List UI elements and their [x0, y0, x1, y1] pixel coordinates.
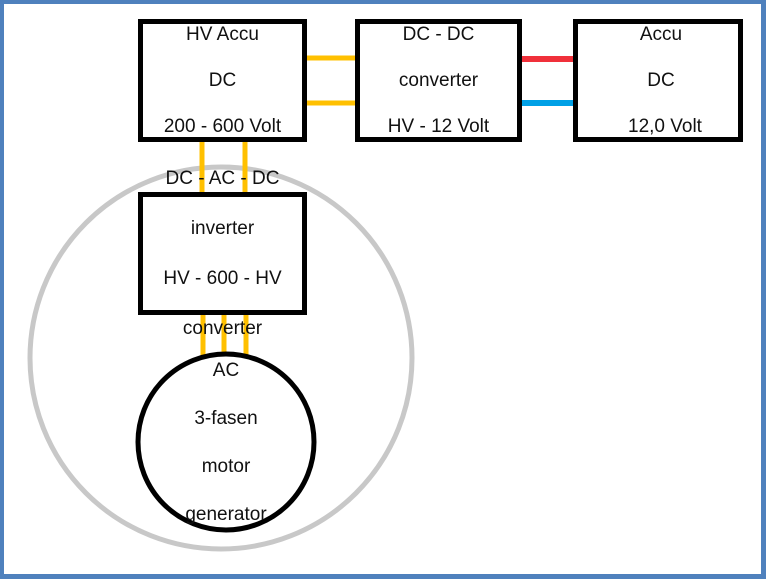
dcdc-line-3: HV - 12 Volt — [387, 116, 490, 137]
motor-line-1: AC — [212, 359, 240, 381]
motor-generator-circle — [135, 351, 317, 533]
inverter-line-4: converter — [182, 318, 263, 339]
dcdc-converter-box: DC - DC converter HV - 12 Volt — [355, 19, 522, 142]
motor-generator-label: AC 3-fasen motor generator — [185, 335, 266, 551]
accu12-line-1: Accu — [639, 24, 683, 45]
accu12-line-2: DC — [647, 70, 675, 91]
motor-line-4: generator — [185, 503, 267, 525]
accu-12v-label: Accu DC 12,0 Volt — [614, 0, 702, 161]
inverter-line-2: inverter — [190, 218, 255, 239]
hv-accu-label: HV Accu DC 200 - 600 Volt — [164, 0, 281, 161]
motor-line-3: motor — [201, 455, 251, 477]
hv-accu-line-2: DC — [208, 70, 237, 91]
hv-accu-line-1: HV Accu — [186, 24, 259, 45]
dcdc-line-2: converter — [398, 70, 479, 91]
dcdc-converter-label: DC - DC converter HV - 12 Volt — [388, 0, 489, 161]
drivetrain-group-circle — [27, 164, 415, 552]
inverter-line-1: DC - AC - DC — [165, 168, 280, 189]
inverter-line-3: HV - 600 - HV — [163, 268, 282, 289]
motor-line-2: 3-fasen — [194, 407, 258, 429]
hv-accu-box: HV Accu DC 200 - 600 Volt — [138, 19, 307, 142]
inverter-label: DC - AC - DC inverter HV - 600 - HV conv… — [163, 141, 281, 366]
motor-generator: AC 3-fasen motor generator — [136, 352, 316, 533]
inverter-box: DC - AC - DC inverter HV - 600 - HV conv… — [138, 168, 307, 339]
accu12-line-3: 12,0 Volt — [628, 116, 702, 137]
dcdc-line-1: DC - DC — [402, 24, 475, 45]
accu-12v-box: Accu DC 12,0 Volt — [573, 19, 743, 142]
hv-accu-line-3: 200 - 600 Volt — [163, 116, 282, 137]
